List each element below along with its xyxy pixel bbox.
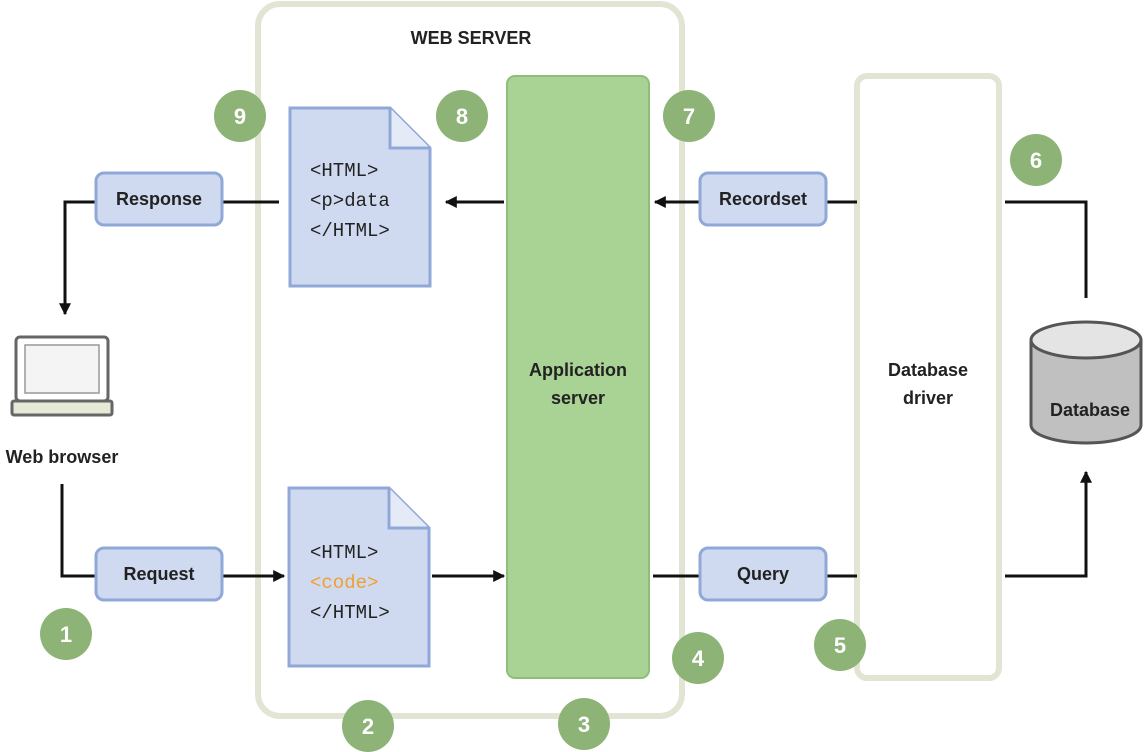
database-to-driver-line [1005,200,1088,298]
step-number-1: 1 [60,622,72,647]
step-badge-7: 7 [663,90,715,142]
response-page-line-2: <p>data [310,190,390,212]
database-label: Database [1050,400,1130,420]
application-server-box [506,75,650,679]
response-message-box [94,171,224,227]
step-number-7: 7 [683,104,695,129]
step-number-4: 4 [692,646,705,671]
recordset-message-box [698,171,828,227]
step-number-6: 6 [1030,148,1042,173]
request-message-box [94,546,224,602]
response-message-label: Response [116,189,202,209]
web-server-container [255,1,685,719]
recordset-message-label: Recordset [719,189,807,209]
step-badge-1: 1 [40,608,92,660]
response-to-browser-arrow [59,200,96,316]
step-number-3: 3 [578,712,590,737]
response-page-line-1: <HTML> [310,160,378,182]
request-page-line-1: <HTML> [310,542,378,564]
step-badge-8: 8 [436,90,488,142]
step-badge-5: 5 [814,619,866,671]
request-page-line-3: </HTML> [310,602,390,624]
step-badge-2: 2 [342,700,394,752]
step-number-5: 5 [834,633,846,658]
query-message-box [698,546,828,602]
step-number-8: 8 [456,104,468,129]
step-number-9: 9 [234,104,246,129]
response-page-document [288,106,432,288]
step-badge-9: 9 [214,90,266,142]
step-badge-3: 3 [558,698,610,750]
step-badge-6: 6 [1010,134,1062,186]
browser-to-request-line [60,484,96,578]
request-page-document [287,486,431,668]
request-page-line-2: <code> [310,572,378,594]
database-icon [1029,320,1143,445]
application-server-label-line1: Application [529,360,627,380]
response-page-line-3: </HTML> [310,220,390,242]
web-browser-label: Web browser [6,447,119,467]
request-message-label: Request [123,564,194,584]
query-message-label: Query [737,564,789,584]
database-driver-label-line1: Database [888,360,968,380]
application-server-label-line2: server [551,388,605,408]
web-server-title: WEB SERVER [411,28,532,48]
database-driver-box [854,73,1002,681]
laptop-icon [10,335,114,417]
step-number-2: 2 [362,714,374,739]
step-badge-4: 4 [672,632,724,684]
driver-to-database-arrow [1005,470,1092,578]
database-driver-label-line2: driver [903,388,953,408]
